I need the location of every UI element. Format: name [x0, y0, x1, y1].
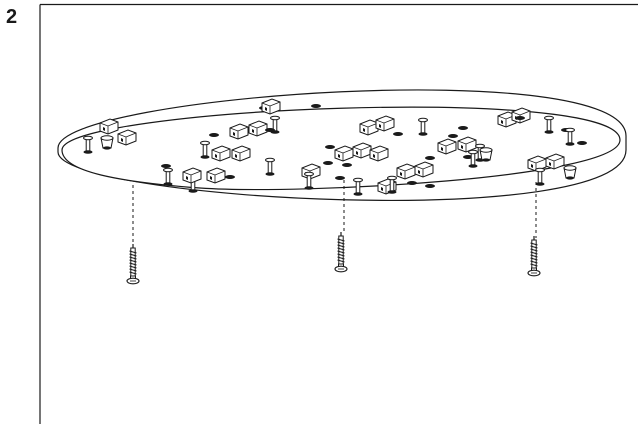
- step-number: 2: [6, 6, 18, 28]
- mounting-screw-right: [527, 235, 541, 277]
- mounting-screw-center: [334, 231, 348, 273]
- guide-lines: [132, 180, 537, 246]
- mounting-screw-left: [126, 243, 140, 285]
- frame-border: [39, 3, 638, 424]
